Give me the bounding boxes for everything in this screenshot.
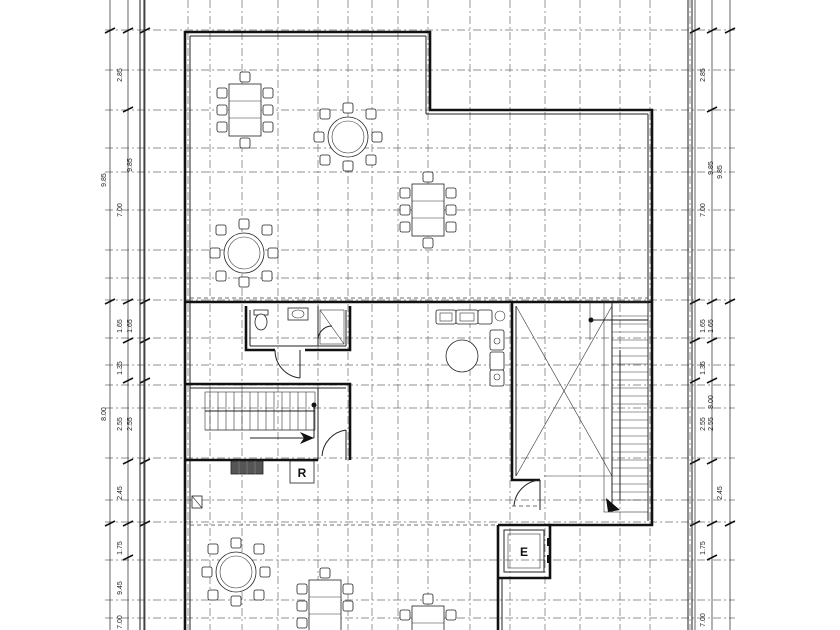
exterior-walls <box>139 0 693 630</box>
lounge-area <box>435 309 506 387</box>
dim-right-inner-2: 2.55 <box>708 417 715 431</box>
dining-area-upper <box>209 71 457 288</box>
stair-arrow-icon <box>300 432 314 444</box>
dim-left-7: 2.45 <box>117 486 124 500</box>
dim-right-1: 9.85 <box>717 165 724 179</box>
round-coffee-table <box>445 339 479 373</box>
dim-right-9: 7.00 <box>700 613 707 627</box>
dim-right-4: 1.35 <box>700 361 707 375</box>
dim-left-9: 9.45 <box>117 581 124 595</box>
toilet-icon <box>253 309 269 331</box>
staircase-left <box>185 382 352 462</box>
dim-left-4: 1.35 <box>117 361 124 375</box>
refrigerator-label: R <box>298 466 307 480</box>
dim-left-8: 1.75 <box>117 541 124 555</box>
restroom <box>244 306 352 379</box>
dim-left-0: 2.85 <box>117 68 124 82</box>
dim-left-1: 9.85 <box>101 173 108 187</box>
side-chairs <box>489 310 506 387</box>
rectangular-table-3 <box>296 567 354 630</box>
right-stair-treads <box>612 315 648 501</box>
rectangular-table-1 <box>216 71 274 149</box>
round-table-3 <box>201 537 271 607</box>
rectangular-table-4 <box>399 593 457 630</box>
armchair-icon <box>435 309 493 325</box>
kitchen-area: R <box>191 460 315 509</box>
refrigerator <box>289 460 315 484</box>
dining-area-lower <box>201 537 457 630</box>
dimension-chain-right: 2.85 9.85 7.00 1.65 1.35 2.55 8.00 2.45 … <box>689 0 736 630</box>
sink-icon <box>287 307 309 321</box>
dim-right-0: 2.85 <box>700 68 707 82</box>
dim-left-inner-1: 1.65 <box>127 319 134 333</box>
dim-left-2: 7.00 <box>117 203 124 217</box>
round-table-1 <box>313 102 383 172</box>
dim-right-inner-1: 1.65 <box>708 319 715 333</box>
dim-left-inner-0: 9.85 <box>127 158 134 172</box>
dim-left-3: 1.65 <box>117 319 124 333</box>
elevator-label: E <box>520 545 528 559</box>
stair-arrow-right-icon <box>606 498 620 512</box>
elevator: E <box>496 523 552 630</box>
dim-right-8: 1.75 <box>700 541 707 555</box>
dim-right-3: 1.65 <box>700 319 707 333</box>
grid-lines <box>105 0 735 630</box>
dim-right-6: 8.00 <box>708 395 715 409</box>
dim-left-10: 7.00 <box>117 615 124 629</box>
staircase-right <box>510 301 649 513</box>
dim-left-6: 8.00 <box>101 407 108 421</box>
dim-right-2: 7.00 <box>700 203 707 217</box>
rectangular-table-2 <box>399 171 457 249</box>
dimension-chain-left: 2.85 9.85 7.00 1.65 1.35 2.55 8.00 2.45 … <box>101 0 151 630</box>
dim-left-inner-2: 2.55 <box>127 417 134 431</box>
dim-left-5: 2.55 <box>117 417 124 431</box>
round-table-2 <box>209 218 279 288</box>
dim-right-inner-0: 9.85 <box>708 161 715 175</box>
dim-right-7: 2.45 <box>717 486 724 500</box>
dim-right-5: 2.55 <box>700 417 707 431</box>
